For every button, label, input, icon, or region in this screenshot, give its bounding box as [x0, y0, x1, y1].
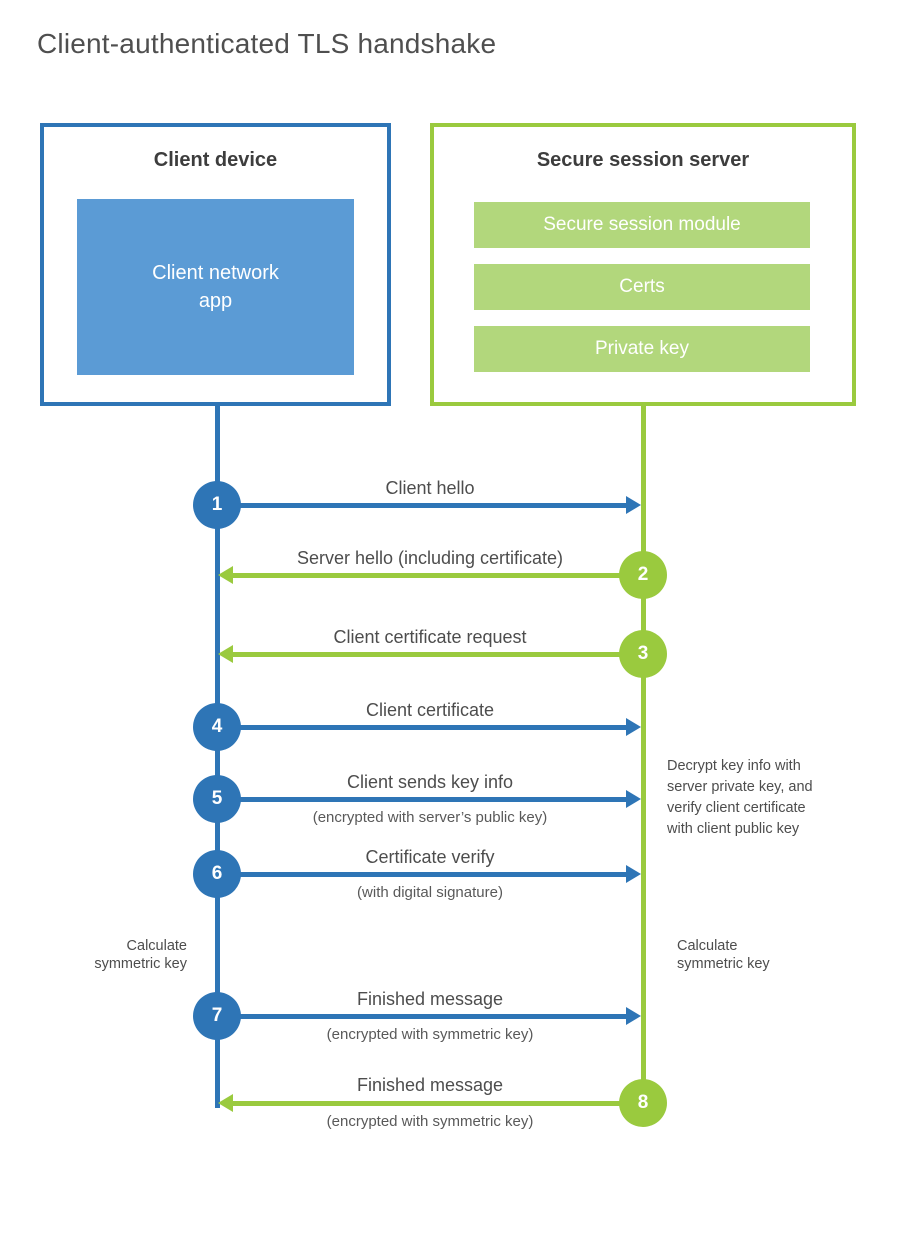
step-8-label: Finished message	[356, 1075, 504, 1095]
step-1-label: Client hello	[385, 478, 475, 498]
step-4-badge: 4	[193, 703, 241, 751]
step-5-badge: 5	[193, 775, 241, 823]
step-2-label: Server hello (including certificate)	[296, 548, 564, 568]
step-4-arrow	[217, 725, 626, 730]
step-3-badge: 3	[619, 630, 667, 678]
step-7-sublabel: (encrypted with symmetric key)	[326, 1026, 534, 1043]
step-8-badge: 8	[619, 1079, 667, 1127]
step-1-arrow	[217, 503, 626, 508]
server-title: Secure session server	[536, 149, 750, 171]
step-8-arrow	[233, 1101, 641, 1106]
step-6-arrow	[217, 872, 626, 877]
step-2-badge: 2	[619, 551, 667, 599]
client-device-title: Client device	[153, 149, 278, 171]
step-5-arrowhead-icon	[626, 790, 641, 808]
step-3-label: Client certificate request	[333, 627, 527, 647]
step-1-arrowhead-icon	[626, 496, 641, 514]
server-module-secure-session: Secure session module	[474, 202, 810, 248]
step-4-label: Client certificate	[365, 700, 495, 720]
step-5-sublabel: (encrypted with server’s public key)	[312, 809, 548, 826]
step-2-arrowhead-icon	[218, 566, 233, 584]
step-6-sublabel: (with digital signature)	[357, 884, 503, 901]
step-7-label: Finished message	[356, 989, 504, 1009]
server-lifeline	[641, 405, 646, 1103]
step-2-arrow	[233, 573, 641, 578]
step-1-badge: 1	[193, 481, 241, 529]
step-4-arrowhead-icon	[626, 718, 641, 736]
step-6-label: Certificate verify	[365, 847, 495, 867]
server-decrypt-note: Decrypt key info with server private key…	[667, 758, 813, 837]
client-device-box: Client device Client network app	[40, 123, 391, 406]
client-calculate-key-note: Calculate symmetric key	[94, 938, 187, 972]
step-5-arrow	[217, 797, 626, 802]
server-module-certs: Certs	[474, 264, 810, 310]
server-box: Secure session server Secure session mod…	[430, 123, 856, 406]
page-title: Client-authenticated TLS handshake	[37, 28, 497, 59]
step-6-badge: 6	[193, 850, 241, 898]
step-3-arrowhead-icon	[218, 645, 233, 663]
step-3-arrow	[233, 652, 641, 657]
server-module-private-key: Private key	[474, 326, 810, 372]
step-7-arrowhead-icon	[626, 1007, 641, 1025]
step-8-sublabel: (encrypted with symmetric key)	[326, 1113, 534, 1130]
step-7-arrow	[217, 1014, 626, 1019]
step-7-badge: 7	[193, 992, 241, 1040]
client-network-app-box: Client network app	[77, 199, 354, 375]
step-6-arrowhead-icon	[626, 865, 641, 883]
step-8-arrowhead-icon	[218, 1094, 233, 1112]
server-calculate-key-note: Calculate symmetric key	[677, 938, 770, 972]
step-5-label: Client sends key info	[346, 772, 514, 792]
client-lifeline	[215, 405, 220, 1108]
